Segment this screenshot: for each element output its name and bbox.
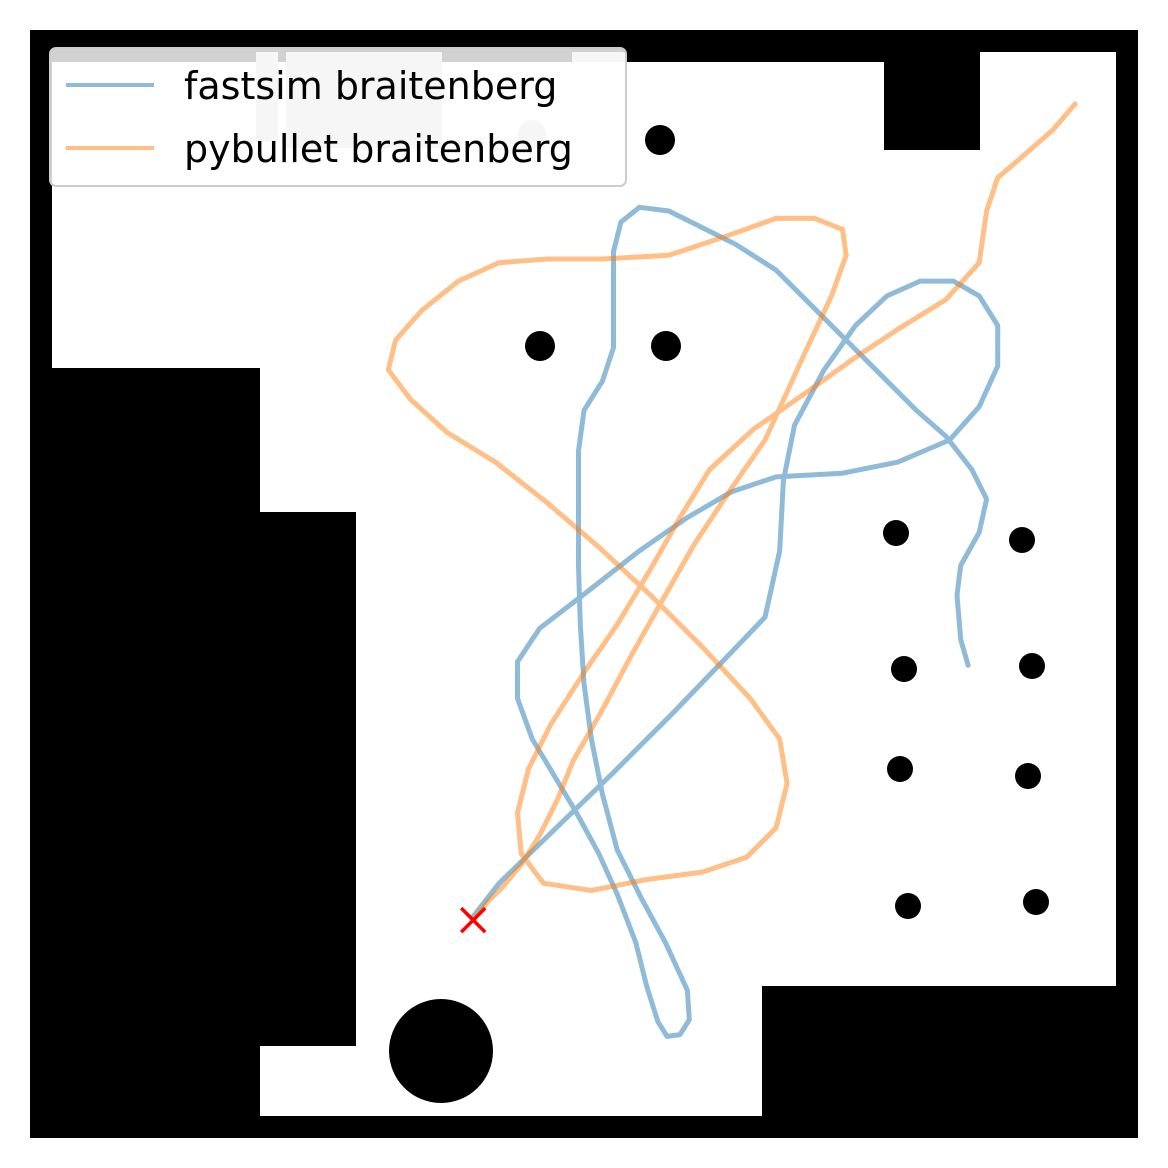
arena-map	[30, 30, 1138, 1138]
obstacle	[1009, 527, 1035, 553]
series-layer	[385, 101, 1078, 1039]
obstacle	[651, 331, 681, 361]
obstacle	[895, 893, 921, 919]
obstacle	[1019, 653, 1045, 679]
start-marker	[459, 906, 487, 934]
series-line-1	[385, 101, 1078, 923]
legend-label-fastsim: fastsim braitenberg	[184, 64, 557, 108]
legend-box	[49, 47, 627, 187]
obstacle	[883, 520, 909, 546]
large-obstacle	[389, 999, 493, 1103]
obstacle	[1015, 763, 1041, 789]
obstacle	[1023, 889, 1049, 915]
obstacle	[645, 125, 675, 155]
legend: fastsim braitenberg pybullet braitenberg	[49, 47, 627, 187]
legend-label-pybullet: pybullet braitenberg	[184, 127, 573, 171]
obstacle	[891, 656, 917, 682]
obstacles	[389, 125, 1049, 1103]
marker-layer	[459, 906, 487, 934]
obstacle	[887, 756, 913, 782]
free-space	[52, 52, 1116, 1116]
obstacle	[525, 331, 555, 361]
start-marker-stroke	[459, 906, 487, 934]
series-line-0	[470, 204, 1001, 1039]
